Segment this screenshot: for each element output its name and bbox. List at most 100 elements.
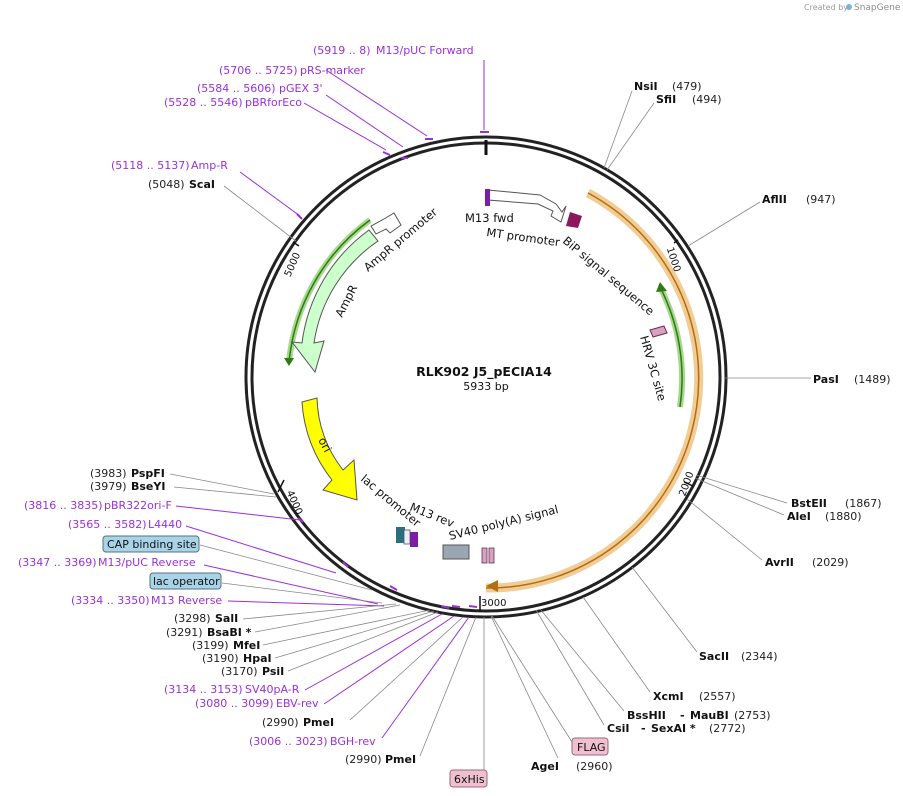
svg-text:FLAG: FLAG [577, 741, 606, 754]
his-tag-block [481, 547, 488, 564]
orf-green-left-arrow [284, 358, 294, 366]
feature-box-lac-operator[interactable]: lac operator [149, 572, 383, 604]
tick-5000: 5000 [283, 241, 303, 279]
svg-text:(2557): (2557) [699, 690, 736, 703]
enzyme-pasi[interactable]: PasI (1489) [724, 373, 891, 386]
feature-label-ampr: AmpR [332, 282, 360, 319]
enzyme-csii-sexai[interactable]: CsiI - SexAI * (2772) [535, 609, 746, 735]
svg-text:(2029): (2029) [812, 556, 849, 569]
primer-pgex-3[interactable]: (5584 .. 5606) pGEX 3' [197, 82, 408, 159]
primer-m13-puc-forward[interactable]: (5919 .. 8) M13/pUC Forward [313, 44, 489, 133]
svg-text:lac operator: lac operator [153, 575, 220, 588]
primer-m13-reverse[interactable]: (3334 .. 3350) M13 Reverse [71, 594, 385, 607]
svg-text:(2344): (2344) [741, 650, 778, 663]
feature-label-sv40: SV40 poly(A) signal [447, 502, 559, 543]
enzyme-aflii[interactable]: AflII (947) [687, 193, 836, 247]
enzyme-scai[interactable]: (5048) ScaI [148, 178, 297, 242]
svg-text:SV40pA-R: SV40pA-R [245, 683, 300, 696]
svg-text:MfeI: MfeI [233, 639, 260, 652]
enzyme-sacii[interactable]: SacII (2344) [631, 566, 778, 663]
plasmid-size: 5933 bp [463, 380, 508, 393]
primer-m13-puc-reverse[interactable]: (3347 .. 3369) M13/pUC Reverse [18, 556, 398, 605]
tick-4000: 4000 [277, 479, 304, 517]
svg-text:(5584 .. 5606): (5584 .. 5606) [197, 82, 276, 95]
svg-text:(1489): (1489) [854, 373, 891, 386]
svg-text:BstEII: BstEII [791, 497, 827, 510]
svg-text:Amp-R: Amp-R [191, 159, 228, 172]
svg-text:(3979): (3979) [90, 480, 127, 493]
svg-text:EBV-rev: EBV-rev [276, 697, 319, 710]
svg-text:SacII: SacII [699, 650, 729, 663]
svg-text:SexAI *: SexAI * [651, 722, 696, 735]
enzyme-bsabi[interactable]: (3291) BsaBI * [166, 604, 401, 639]
svg-text:(1867): (1867) [845, 497, 882, 510]
svg-text:M13/pUC Reverse: M13/pUC Reverse [98, 556, 196, 569]
svg-text:(5919 .. 8): (5919 .. 8) [313, 44, 371, 57]
svg-text:-: - [641, 722, 646, 735]
svg-text:(3565 .. 3582): (3565 .. 3582) [68, 518, 147, 531]
svg-text:pGEX 3': pGEX 3' [279, 82, 323, 95]
enzyme-sfii[interactable]: SfiI (494) [606, 93, 722, 171]
primer-l4440[interactable]: (3565 .. 3582) L4440 [68, 518, 349, 574]
svg-text:BGH-rev: BGH-rev [330, 735, 376, 748]
svg-text:BsaBI *: BsaBI * [207, 626, 252, 639]
feature-box-flag[interactable]: FLAG [491, 615, 609, 756]
svg-text:(3983): (3983) [90, 467, 127, 480]
svg-text:(2990): (2990) [262, 716, 299, 729]
primer-sv40pa-r[interactable]: (3134 .. 3153) SV40pA-R [164, 605, 450, 696]
svg-text:PmeI: PmeI [385, 753, 416, 766]
hrv-3c-block [649, 325, 668, 338]
svg-text:3000: 3000 [481, 598, 506, 609]
enzyme-bseyi[interactable]: (3979) BseYI [90, 480, 277, 498]
primer-prs-marker[interactable]: (5706 .. 5725) pRS-marker [219, 64, 433, 140]
svg-text:PasI: PasI [813, 373, 839, 386]
enzyme-xcmi[interactable]: XcmI (2557) [582, 596, 736, 703]
feature-box-cap-binding-site[interactable]: CAP binding site [102, 535, 373, 591]
m13-rev-block [410, 532, 418, 547]
lac-operator-block [403, 529, 411, 545]
credit-prefix: Created by [804, 3, 848, 12]
enzyme-avrii[interactable]: AvrII (2029) [686, 498, 849, 569]
svg-text:MauBI: MauBI [690, 709, 729, 722]
enzyme-nsii[interactable]: NsiI (479) [603, 80, 702, 169]
svg-text:(494): (494) [692, 93, 722, 106]
enzyme-bsteii[interactable]: BstEII (1867) [695, 474, 882, 510]
primer-pbr322ori-f[interactable]: (3816 .. 3835) pBR322ori-F [24, 499, 304, 523]
feature-label-m13-fwd: M13 fwd [465, 211, 514, 225]
enzyme-agei[interactable]: AgeI (2960) [490, 615, 613, 773]
svg-text:M13/pUC Forward: M13/pUC Forward [376, 44, 474, 57]
svg-text:(3080 .. 3099): (3080 .. 3099) [195, 697, 274, 710]
enzyme-sali[interactable]: (3298) SalI [174, 603, 397, 625]
feature-label-mt-promoter: MT promoter [486, 225, 561, 249]
feature-label-hrv: HRV 3C site [637, 334, 669, 403]
enzyme-mfei[interactable]: (3199) MfeI [192, 609, 431, 652]
enzyme-hpai[interactable]: (3190) HpaI [202, 610, 435, 665]
primer-bgh-rev[interactable]: (3006 .. 3023) BGH-rev [249, 605, 478, 748]
svg-text:M13 Reverse: M13 Reverse [151, 594, 222, 607]
svg-text:(2753): (2753) [734, 709, 771, 722]
svg-text:ScaI: ScaI [189, 178, 215, 191]
enzyme-bpu10i[interactable]: (2990) PmeI [262, 616, 464, 729]
enzyme-bsshii-maubi[interactable]: BssHII - MauBI (2753) [539, 608, 771, 722]
feature-box-6xhis[interactable]: 6xHis [449, 617, 488, 788]
enzyme-pmei[interactable]: (2990) (2990) PmeI PmeI [345, 616, 477, 766]
primer-amp-r[interactable]: (5118 .. 5137) Amp-R [111, 159, 303, 220]
svg-text:(3199): (3199) [192, 639, 229, 652]
svg-text:(3298): (3298) [174, 612, 211, 625]
enzyme-alei[interactable]: AleI (1880) [694, 477, 862, 523]
svg-text:(3190): (3190) [202, 652, 239, 665]
orf-orange-arrow [486, 580, 498, 592]
svg-text:(2960): (2960) [576, 760, 613, 773]
primer-ebv-rev[interactable]: (3080 .. 3099) EBV-rev [195, 605, 461, 710]
enzyme-psii[interactable]: (3170) PsiI [221, 611, 439, 678]
svg-text:(3170): (3170) [221, 665, 258, 678]
svg-text:PmeI: PmeI [303, 716, 334, 729]
primer-pbrforeco[interactable]: (5528 .. 5546) pBRforEco [164, 96, 391, 156]
svg-text:(3334 .. 3350): (3334 .. 3350) [71, 594, 150, 607]
svg-text:(3291): (3291) [166, 626, 203, 639]
mt-promoter-arrow [487, 189, 567, 223]
enzyme-pspfi[interactable]: (3983) PspFI [90, 467, 275, 495]
orf-orange-line [485, 192, 700, 589]
